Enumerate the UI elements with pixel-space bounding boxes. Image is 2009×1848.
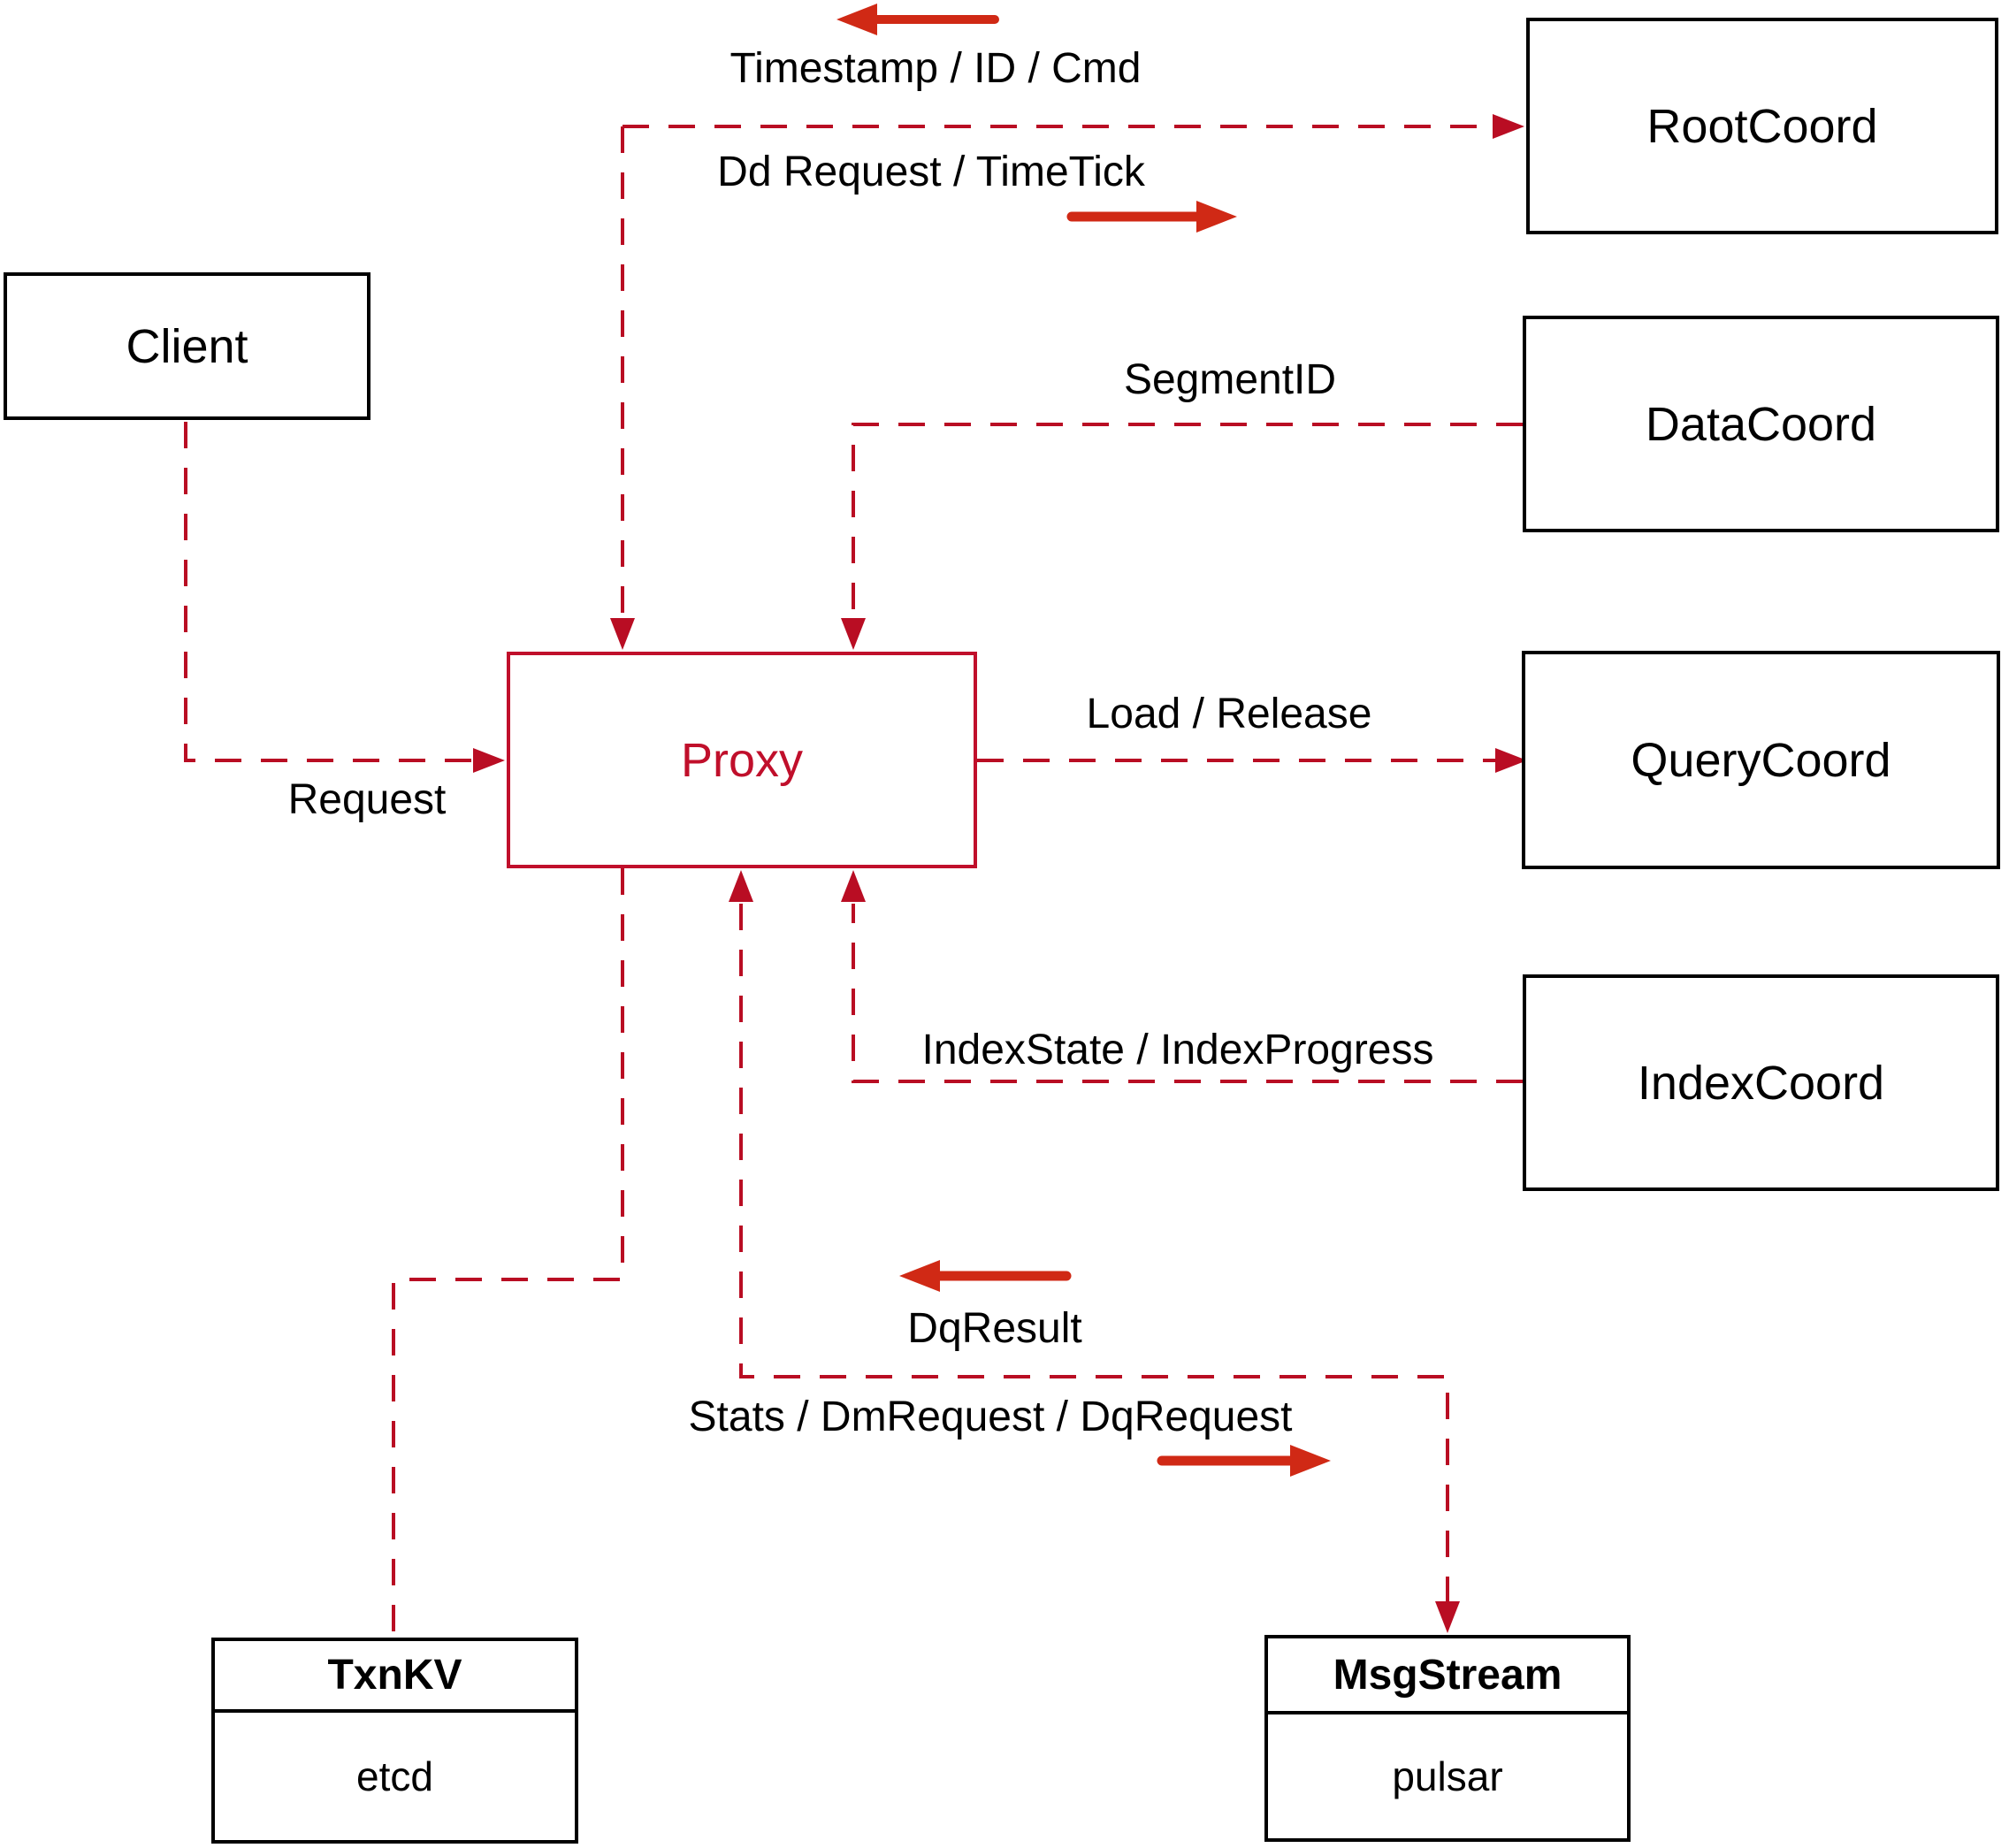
- arrowhead-into-proxy-bottom-right-icon: [841, 870, 866, 902]
- direction-arrow-right-icon: [1196, 201, 1237, 233]
- node-msgstream-impl: pulsar: [1392, 1753, 1503, 1799]
- edge-label-request: Request: [287, 776, 447, 823]
- arrowhead-into-rootcoord-icon: [1493, 114, 1524, 139]
- arrowhead-into-querycoord-icon: [1495, 748, 1527, 773]
- node-indexcoord-label: IndexCoord: [1637, 1056, 1885, 1110]
- edge-datacoord-to-proxy: [852, 423, 1523, 619]
- edge-label-dq-result: DqResult: [907, 1305, 1082, 1352]
- node-proxy: Proxy: [507, 652, 977, 868]
- node-datacoord: DataCoord: [1523, 316, 1999, 532]
- node-msgstream-title: MsgStream: [1268, 1638, 1627, 1714]
- node-txnkv-title: TxnKV: [215, 1641, 575, 1713]
- edge-label-dd-request-timetick: Dd Request / TimeTick: [717, 149, 1145, 195]
- node-datacoord-label: DataCoord: [1645, 397, 1877, 451]
- node-proxy-label: Proxy: [680, 733, 804, 787]
- node-txnkv: TxnKV etcd: [211, 1638, 578, 1844]
- arrowhead-into-proxy-top-right-icon: [841, 618, 866, 650]
- arrowhead-into-proxy-left-icon: [473, 748, 505, 773]
- edge-proxy-to-txnkv: [392, 868, 624, 1638]
- edge-label-index-state-progress: IndexState / IndexProgress: [921, 1027, 1434, 1073]
- arrowhead-into-proxy-bottom-left-icon: [729, 870, 753, 902]
- direction-arrow-right-icon: [1290, 1445, 1331, 1477]
- edge-label-timestamp-id-cmd: Timestamp / ID / Cmd: [730, 45, 1142, 92]
- edge-proxy-msgstream: [739, 904, 1449, 1603]
- node-rootcoord-label: RootCoord: [1646, 99, 1878, 153]
- node-indexcoord: IndexCoord: [1523, 974, 1999, 1191]
- edge-indexcoord-to-proxy: [852, 904, 1523, 1083]
- node-client-label: Client: [126, 319, 248, 373]
- node-rootcoord: RootCoord: [1526, 18, 1998, 234]
- direction-arrow-left-icon: [836, 4, 877, 35]
- node-txnkv-impl: etcd: [356, 1753, 433, 1799]
- arrowhead-into-msgstream-icon: [1435, 1601, 1460, 1633]
- edge-label-stats-dm-dq-request: Stats / DmRequest / DqRequest: [688, 1394, 1293, 1440]
- node-querycoord-label: QueryCoord: [1631, 733, 1891, 787]
- edge-label-load-release: Load / Release: [1086, 691, 1372, 737]
- node-client: Client: [4, 272, 370, 420]
- edge-label-segment-id: SegmentID: [1123, 356, 1337, 403]
- node-msgstream: MsgStream pulsar: [1264, 1635, 1631, 1842]
- direction-arrow-left-icon: [899, 1260, 940, 1292]
- node-querycoord: QueryCoord: [1522, 651, 2000, 869]
- edge-client-to-proxy: [184, 422, 475, 762]
- arrowhead-into-proxy-top-left-icon: [610, 618, 635, 650]
